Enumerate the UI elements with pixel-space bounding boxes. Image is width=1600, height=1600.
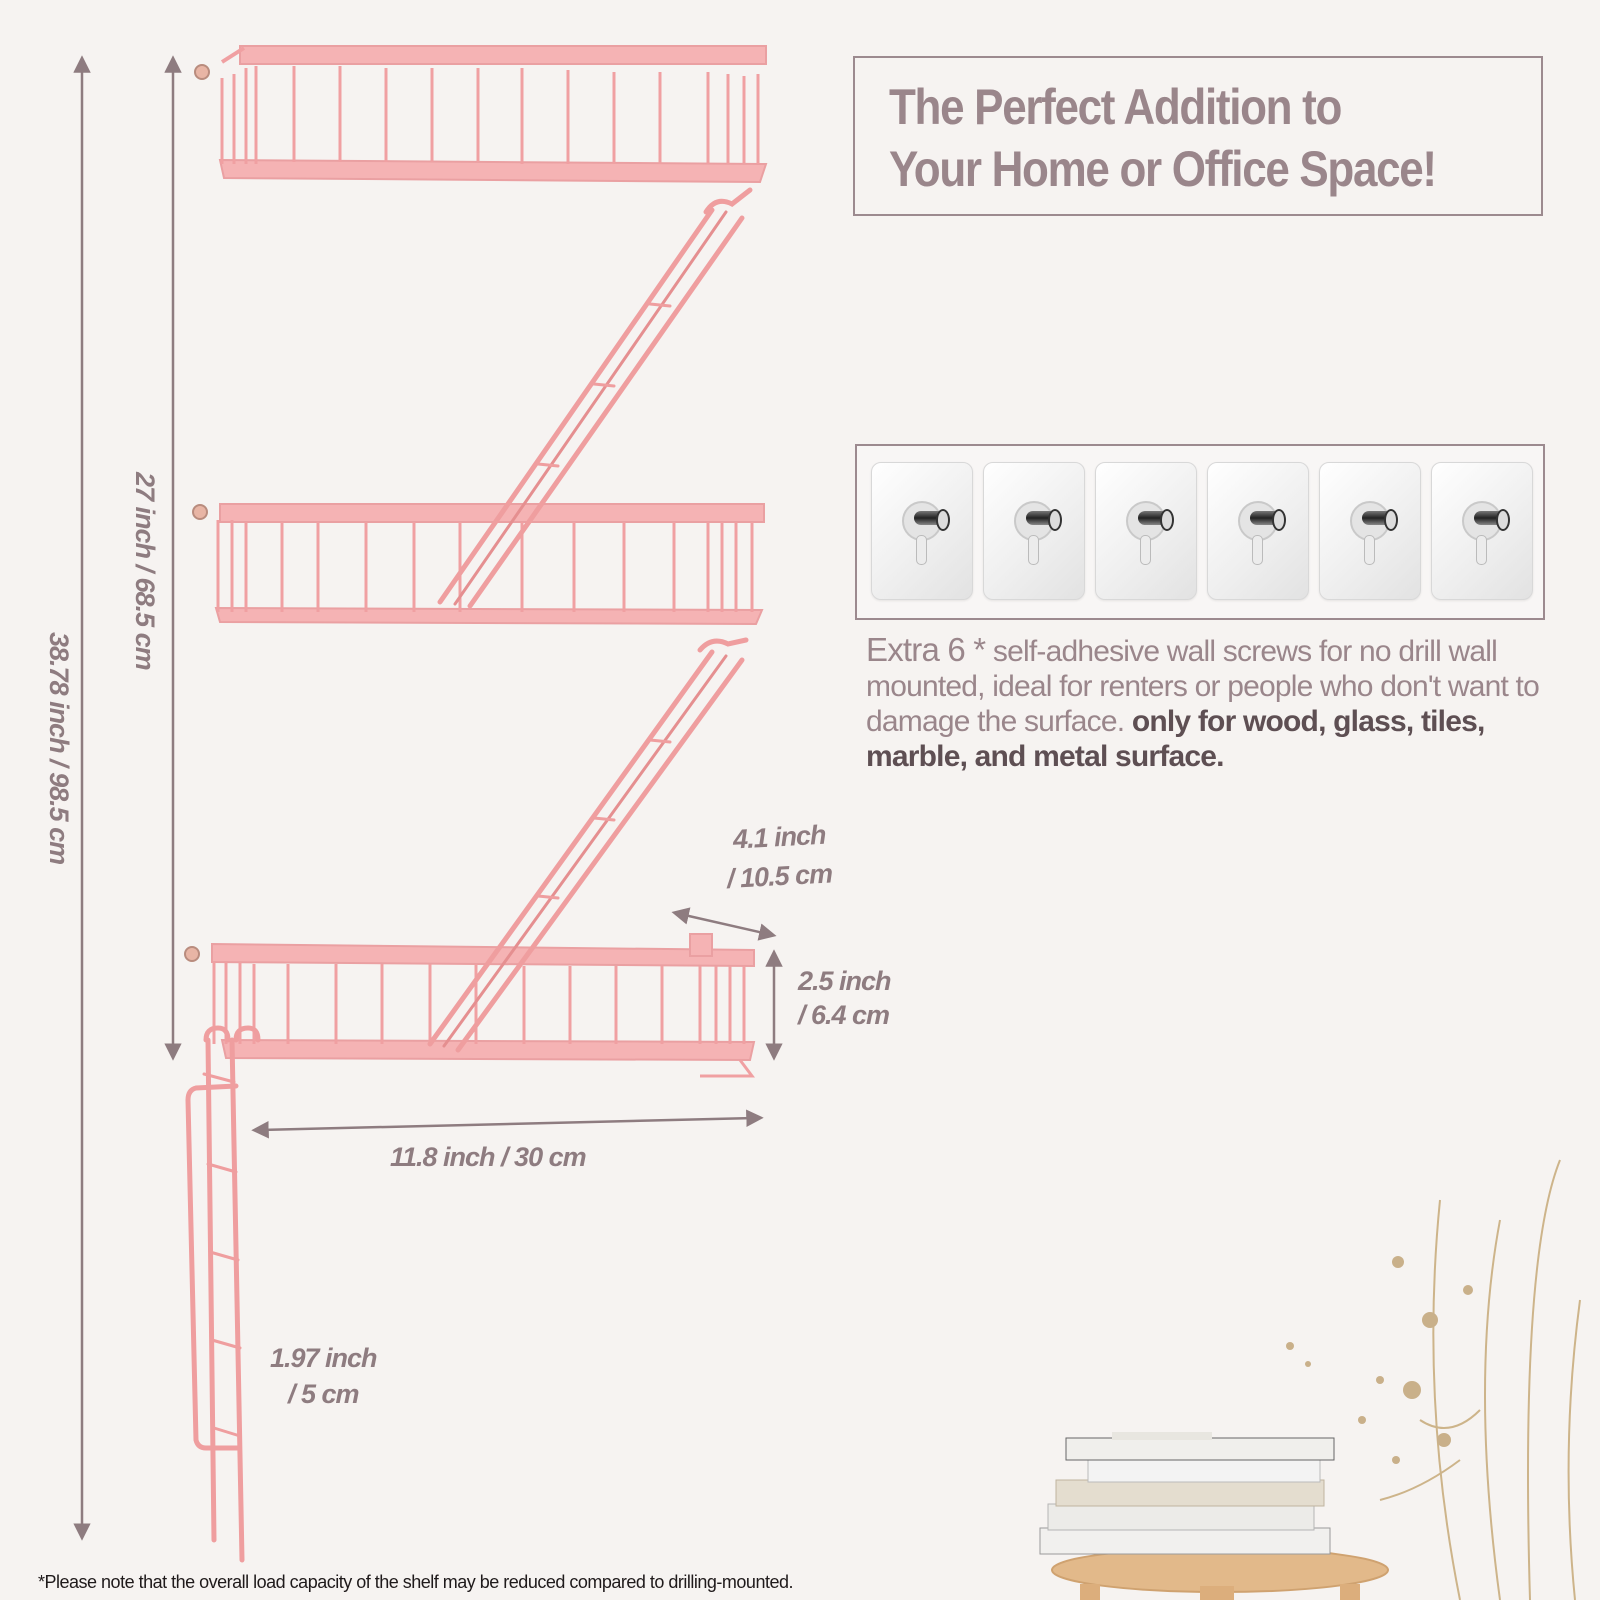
shelf-tier-bottom bbox=[184, 933, 756, 1078]
hanging-ladder bbox=[185, 1025, 261, 1563]
adhesive-screw-hook-icon bbox=[983, 462, 1085, 600]
total-height-label: 38.78 inch / 98.5 cm bbox=[44, 632, 74, 865]
adhesive-screws-panel bbox=[855, 444, 1545, 620]
rail-height-label-line-2: / 6.4 cm bbox=[798, 1000, 890, 1030]
headline: The Perfect Addition to Your Home or Off… bbox=[889, 76, 1437, 200]
width-label: 11.8 inch / 30 cm bbox=[390, 1142, 587, 1172]
accessory-description: Extra 6 * self-adhesive wall screws for … bbox=[866, 632, 1586, 774]
wall-screw-icon bbox=[184, 946, 200, 962]
screw-row bbox=[871, 462, 1533, 600]
ladder-width-label: 1.97 inch / 5 cm bbox=[270, 1340, 378, 1412]
depth-label-line-2: / 10.5 cm bbox=[726, 858, 833, 894]
adhesive-screw-hook-icon bbox=[1095, 462, 1197, 600]
depth-arrow bbox=[671, 907, 777, 941]
stair-lower bbox=[427, 637, 749, 1053]
width-arrow bbox=[251, 1109, 764, 1139]
shelf-span-height-label: 27 inch / 68.5 cm bbox=[130, 472, 160, 670]
headline-line-2: Your Home or Office Space! bbox=[889, 141, 1437, 197]
description-emphasis: only for wood, glass, tiles, marble, and… bbox=[866, 705, 1485, 773]
adhesive-screw-hook-icon bbox=[1431, 462, 1533, 600]
ladder-width-label-line-1: 1.97 inch bbox=[270, 1343, 378, 1373]
adhesive-screw-hook-icon bbox=[1207, 462, 1309, 600]
rail-height-label: 2.5 inch / 6.4 cm bbox=[798, 964, 892, 1032]
depth-label: 4.1 inch / 10.5 cm bbox=[726, 819, 833, 895]
headline-box: The Perfect Addition to Your Home or Off… bbox=[853, 56, 1543, 216]
dimension-arrows bbox=[73, 55, 783, 1541]
adhesive-screw-hook-icon bbox=[1319, 462, 1421, 600]
rail-height-label-line-1: 2.5 inch bbox=[798, 966, 892, 996]
description-body: self-adhesive wall screws for no drill w… bbox=[866, 635, 1540, 738]
depth-label-line-1: 4.1 inch bbox=[732, 819, 827, 855]
description-lead: Extra 6 * bbox=[866, 631, 986, 668]
shelf-tier-top bbox=[194, 45, 768, 184]
adhesive-screw-hook-icon bbox=[871, 462, 973, 600]
ladder-width-label-line-2: / 5 cm bbox=[288, 1379, 360, 1409]
decor-stool-books bbox=[1039, 1432, 1389, 1600]
headline-line-1: The Perfect Addition to bbox=[889, 79, 1342, 135]
load-capacity-footnote: *Please note that the overall load capac… bbox=[38, 1572, 793, 1592]
wall-screw-icon bbox=[192, 504, 208, 520]
stair-upper bbox=[437, 187, 753, 609]
decor-dried-grass bbox=[1286, 1159, 1581, 1600]
wall-screw-icon bbox=[194, 64, 210, 80]
shelf-tier-middle bbox=[192, 503, 765, 626]
